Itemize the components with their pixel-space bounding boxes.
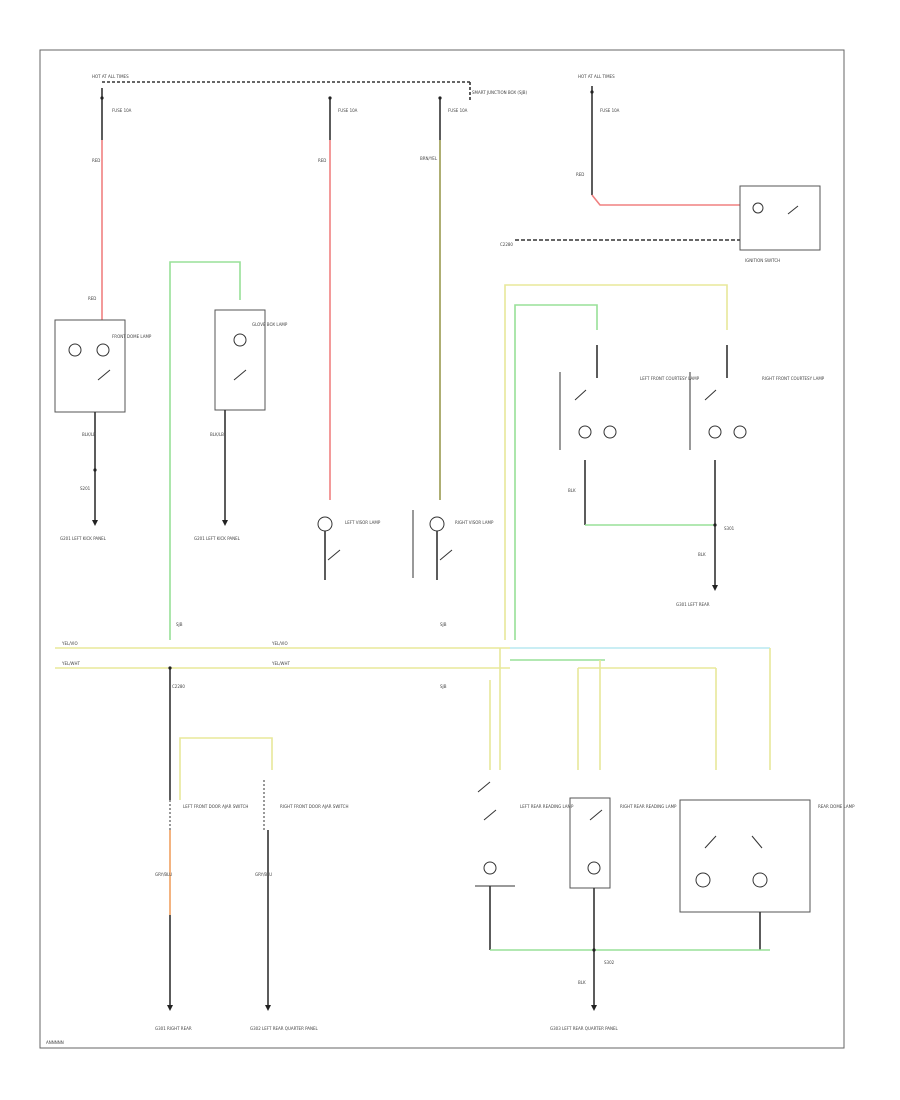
switch-label-2: RIGHT FRONT DOOR AJAR SWITCH bbox=[280, 804, 348, 809]
glove-box-bulb bbox=[233, 333, 247, 347]
wire-label-blk-3: BLK bbox=[568, 488, 576, 493]
lamp-label-7: LEFT REAR READING LAMP bbox=[520, 804, 574, 809]
bus-label-2: YEL/VIO bbox=[271, 641, 288, 646]
node-label-1: C2280 bbox=[500, 242, 513, 247]
bus-label-3: YEL/WHT bbox=[61, 661, 81, 666]
front-door-ajar-switches: LEFT FRONT DOOR AJAR SWITCH GRY/BLU G301… bbox=[155, 666, 348, 1031]
node-label-2: C2280 bbox=[172, 684, 185, 689]
glove-box-lamp-group: GLOVE BOX LAMP BLK/LB G201 LEFT KICK PAN… bbox=[169, 261, 288, 640]
right-visor-lamp-group: RIGHT VISOR LAMP bbox=[412, 510, 494, 580]
left-visor-bulb bbox=[317, 516, 333, 532]
ground-label-5: G302 LEFT REAR QUARTER PANEL bbox=[250, 1026, 319, 1031]
rear-dome-lamp-group: REAR DOME LAMP bbox=[679, 799, 855, 913]
footer-code: ANNNNN bbox=[46, 1040, 64, 1045]
sjb-label-1: SJB bbox=[176, 622, 183, 627]
splice-label-3: S302 bbox=[604, 960, 615, 965]
left-visor-lamp-group: LEFT VISOR LAMP bbox=[317, 516, 381, 580]
front-courtesy-lamps: LEFT FRONT COURTESY LAMP BLK RIGHT FRONT… bbox=[504, 284, 825, 640]
lamp-label-6: RIGHT FRONT COURTESY LAMP bbox=[762, 376, 825, 381]
bus-label-1: YEL/VIO bbox=[61, 641, 78, 646]
lamp-label-4: RIGHT VISOR LAMP bbox=[455, 520, 494, 525]
wire-label-red-4: RED bbox=[576, 172, 584, 177]
rf-courtesy-bulb-a bbox=[708, 425, 722, 439]
ground-label-1: G201 LEFT KICK PANEL bbox=[60, 536, 107, 541]
front-dome-lamp-group: FRONT DOME LAMP BLK/LB S201 G201 LEFT KI… bbox=[54, 319, 152, 541]
rear-reading-lamps: LEFT REAR READING LAMP RIGHT REAR READIN… bbox=[475, 648, 771, 889]
hot-label-left: HOT AT ALL TIMES bbox=[92, 74, 129, 79]
ignition-switch-label: IGNITION SWITCH bbox=[745, 258, 780, 263]
rear-ground-bus: S302 BLK G303 LEFT REAR QUARTER PANEL bbox=[489, 886, 770, 1031]
ground-label-2: G201 LEFT KICK PANEL bbox=[194, 536, 241, 541]
lf-courtesy-bulb-b bbox=[603, 425, 617, 439]
lf-courtesy-bulb-a bbox=[578, 425, 592, 439]
lr-reading-bulb bbox=[483, 861, 497, 875]
sjb-note: SMART JUNCTION BOX (SJB) bbox=[472, 90, 527, 95]
switch-label-1: LEFT FRONT DOOR AJAR SWITCH bbox=[183, 804, 248, 809]
wire-label-blk-1: BLK/LB bbox=[82, 432, 96, 437]
rear-dome-bulb-b bbox=[752, 872, 768, 888]
lamp-label-8: RIGHT REAR READING LAMP bbox=[620, 804, 677, 809]
right-visor-bulb bbox=[429, 516, 445, 532]
ignition-key-lamp-box bbox=[739, 185, 821, 251]
fuse-label-2: FUSE 10A bbox=[338, 108, 358, 113]
lamp-label-2: GLOVE BOX LAMP bbox=[252, 322, 288, 327]
wire-label-blk-4: BLK bbox=[698, 552, 706, 557]
ground-label-6: G303 LEFT REAR QUARTER PANEL bbox=[550, 1026, 619, 1031]
front-dome-bulb-b bbox=[96, 343, 110, 357]
rf-courtesy-bulb-b bbox=[733, 425, 747, 439]
wire-label-blk-5: BLK bbox=[578, 980, 586, 985]
wire-label-red-3: RED bbox=[318, 158, 326, 163]
wire-label-red-2: RED bbox=[88, 296, 96, 301]
lamp-label-5: LEFT FRONT COURTESY LAMP bbox=[640, 376, 700, 381]
ground-label-3: G301 LEFT REAR bbox=[676, 602, 710, 607]
wire-label-blk-2: BLK/LB bbox=[210, 432, 224, 437]
splice-label-1: S201 bbox=[80, 486, 91, 491]
lamp-label-3: LEFT VISOR LAMP bbox=[345, 520, 381, 525]
wire-label-olive: BRN/YEL bbox=[420, 156, 438, 161]
rear-dome-bulb-a bbox=[695, 872, 711, 888]
top-power-feed: HOT AT ALL TIMES SMART JUNCTION BOX (SJB… bbox=[92, 74, 527, 140]
wire-label-red-1: RED bbox=[92, 158, 100, 163]
sjb-label-2: SJB bbox=[440, 622, 447, 627]
fuse-label-1: FUSE 10A bbox=[112, 108, 132, 113]
front-dome-bulb-a bbox=[68, 343, 82, 357]
hot-label-right: HOT AT ALL TIMES bbox=[578, 74, 615, 79]
lamp-label-1: FRONT DOME LAMP bbox=[112, 334, 152, 339]
ignition-section: HOT AT ALL TIMES FUSE 10A RED C2280 IGNI… bbox=[500, 74, 821, 263]
wire-label-gry: GRY/BLU bbox=[155, 872, 172, 877]
bus-lines: YEL/VIO YEL/VIO YEL/WHT YEL/WHT SJB SJB … bbox=[55, 622, 770, 689]
wire-label-gry-2: GRY/BLU bbox=[255, 872, 272, 877]
splice-label-2: S301 bbox=[724, 526, 735, 531]
fuse-label-3: FUSE 10A bbox=[448, 108, 468, 113]
fuse-label-4: FUSE 10A bbox=[600, 108, 620, 113]
ground-label-4: G301 RIGHT REAR bbox=[155, 1026, 192, 1031]
bus-label-4: YEL/WHT bbox=[271, 661, 291, 666]
rr-reading-bulb bbox=[587, 861, 601, 875]
sjb-label-3: SJB bbox=[440, 684, 447, 689]
lamp-label-9: REAR DOME LAMP bbox=[818, 804, 855, 809]
ignition-key-lamp bbox=[752, 202, 764, 214]
diagram-frame bbox=[39, 49, 845, 1049]
